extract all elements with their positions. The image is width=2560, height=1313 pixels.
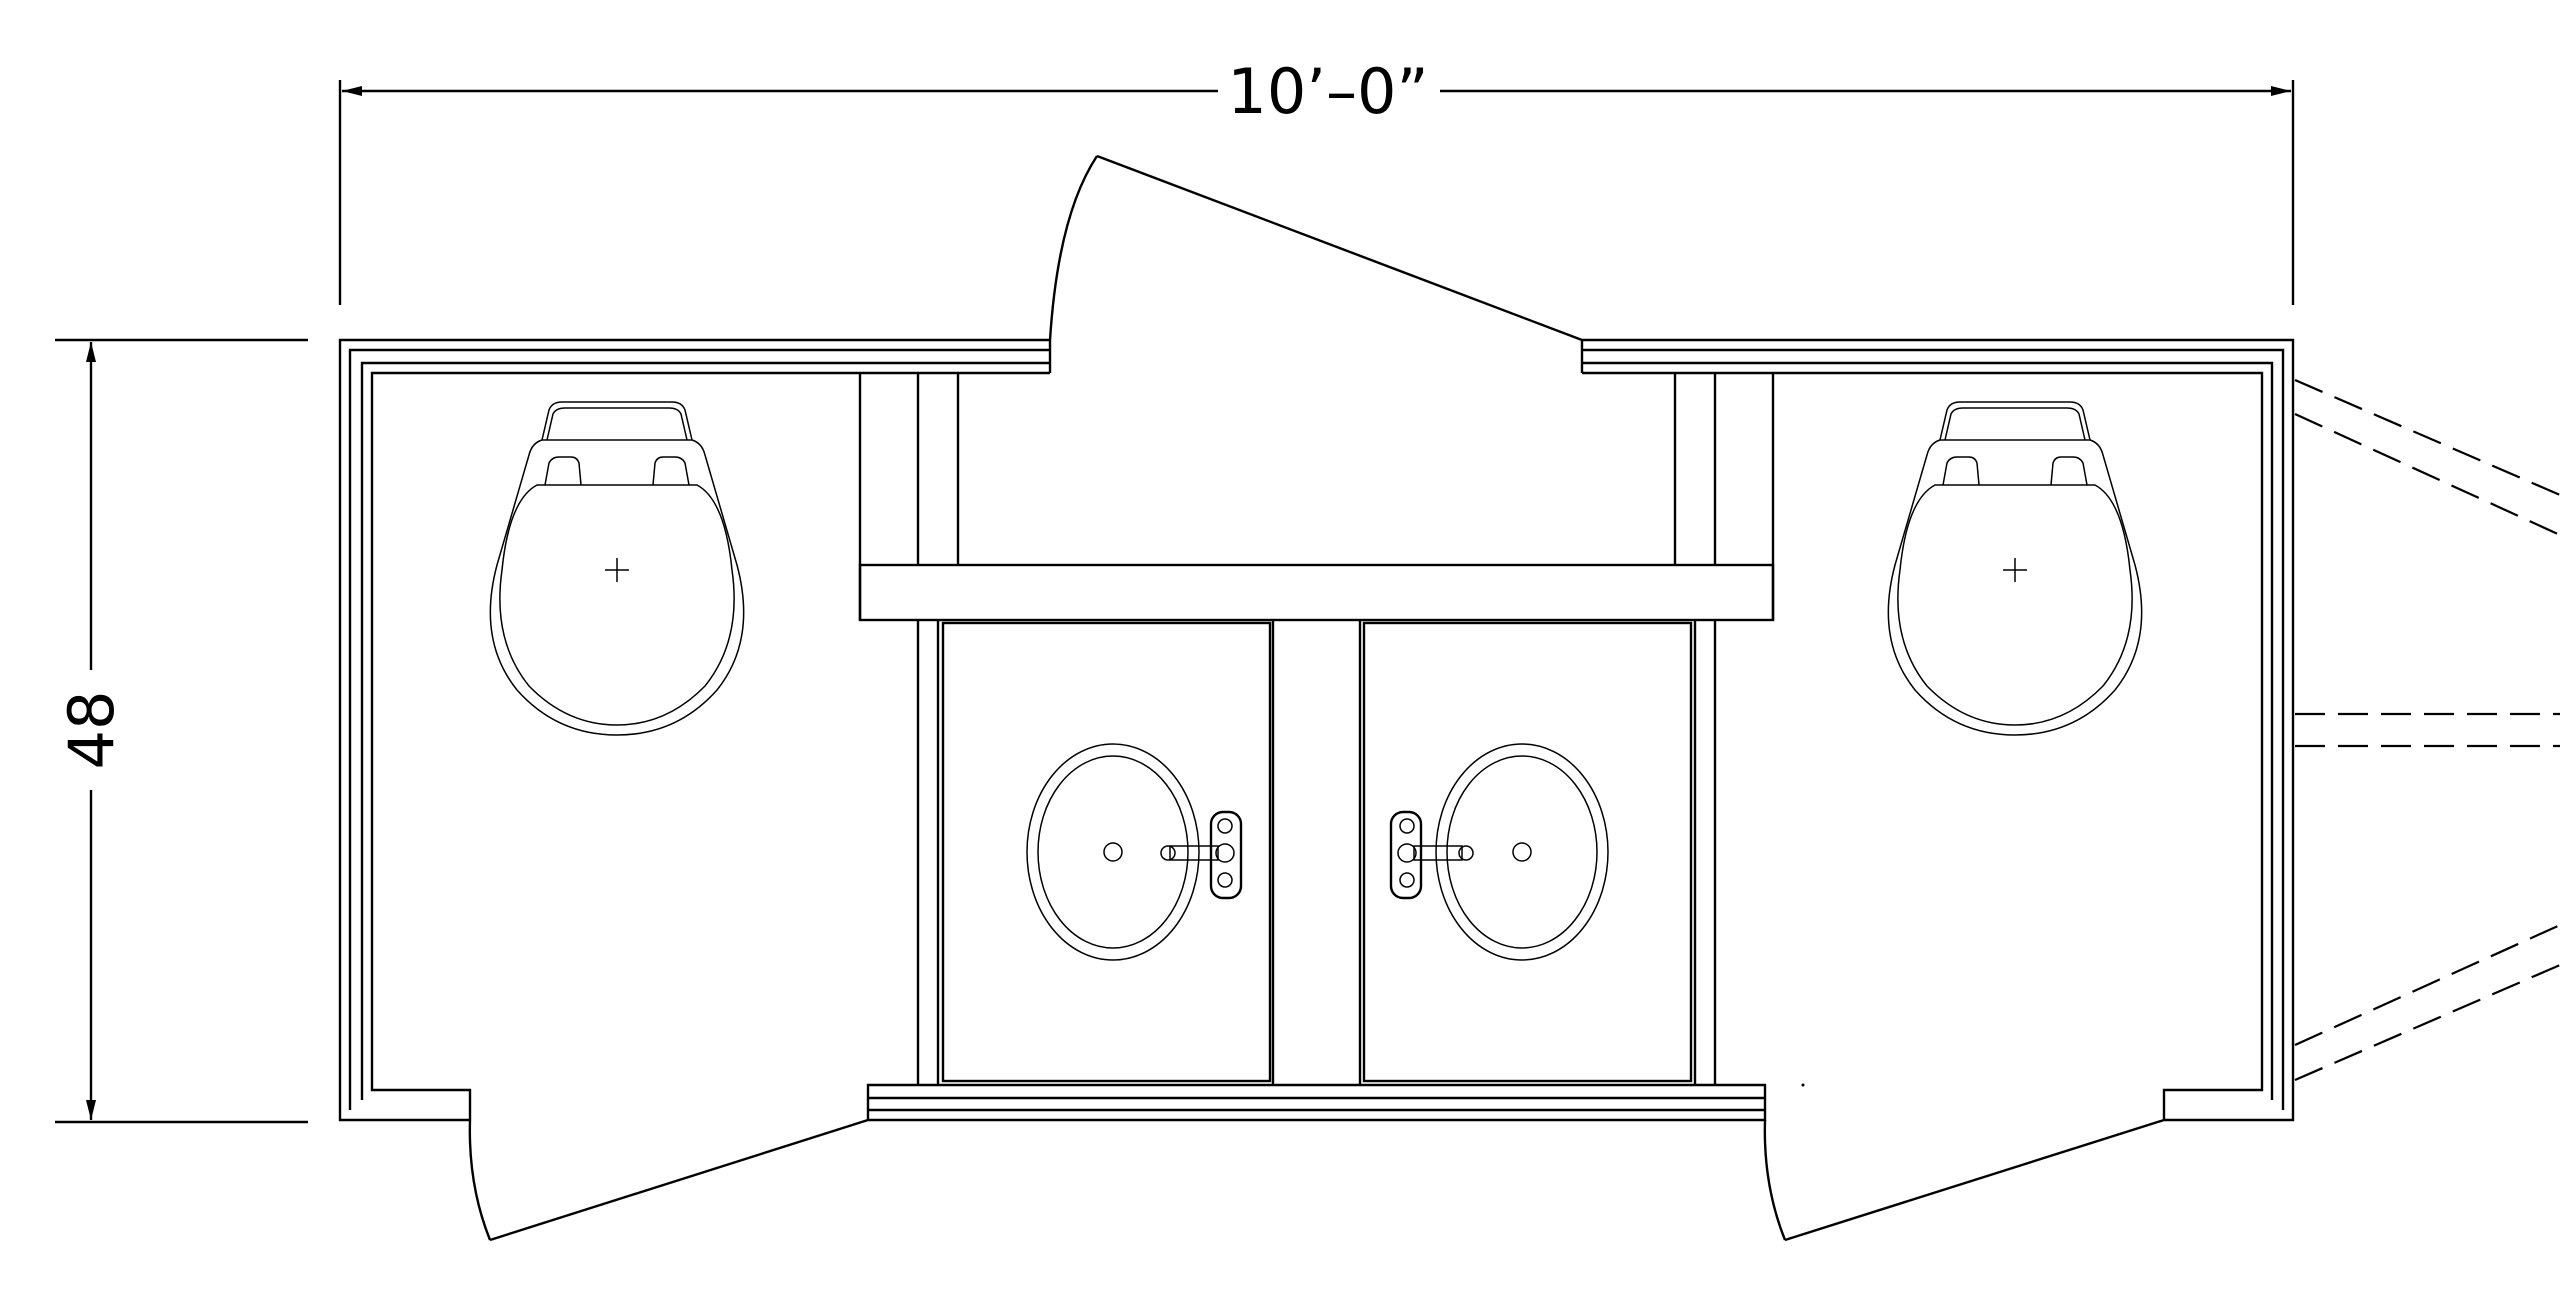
faucet-left-spout xyxy=(1169,845,1219,861)
toilet-left-seat-outer xyxy=(489,439,745,736)
outer-wall-right-inner xyxy=(1582,348,2285,1110)
sink-left-drain xyxy=(1103,842,1123,862)
sink-left xyxy=(1026,743,1243,961)
faucet-right-handle-bottom xyxy=(1399,872,1415,888)
faucet-right-handle-top xyxy=(1399,818,1415,834)
toilet-left-tank-back xyxy=(541,401,693,441)
inner-wall-left-mid xyxy=(360,361,1050,1100)
width-dimension: 10’–0” xyxy=(338,55,2295,305)
inner-wall-right xyxy=(1582,371,2264,1120)
toilet-right-seat-outer xyxy=(1887,439,2143,736)
faucet-left-base xyxy=(1209,810,1243,900)
hitch-lower-line-b xyxy=(2294,963,2560,1082)
vanity-back-beam xyxy=(858,563,1775,622)
faucet-left-handle-bottom xyxy=(1217,872,1233,888)
toilet-right-hinge-left xyxy=(1942,456,1980,486)
door-top-swing-arc xyxy=(1048,155,1099,341)
faucet-right-base xyxy=(1389,810,1423,900)
door-top-leaf xyxy=(1096,154,1583,342)
sink-left-rim xyxy=(1026,743,1200,961)
vanity-cabinet-right xyxy=(1362,621,1693,1083)
depth-dimension: 48 xyxy=(55,338,308,1124)
faucet-right-spout-tip xyxy=(1458,845,1474,861)
sink-right-drain xyxy=(1512,842,1532,862)
toilet-left-hinge-left xyxy=(544,456,582,486)
inner-wall-left xyxy=(370,371,1050,1120)
sink-right xyxy=(1389,743,1609,961)
hitch-upper-line-a xyxy=(2294,378,2560,497)
sink-right-rim xyxy=(1435,743,1609,961)
door-bottom-left-swing-arc xyxy=(468,1119,492,1241)
sink-left-bowl xyxy=(1037,755,1189,949)
exterior-walls xyxy=(338,338,2295,1122)
interior-partitions xyxy=(858,373,1775,1085)
door-bottom-left-leaf xyxy=(489,1118,869,1242)
faucet-left-handle-mid xyxy=(1215,843,1235,863)
stray-dot xyxy=(1801,1083,1805,1087)
toilet-right-hinge-right xyxy=(2050,456,2088,486)
door-bottom-right xyxy=(1763,1118,2165,1242)
width-dimension-label: 10’–0” xyxy=(1227,55,1428,128)
door-bottom-left xyxy=(468,1118,869,1242)
toilet-left-tank-inner xyxy=(546,407,688,441)
sink-right-bowl xyxy=(1446,755,1598,949)
toilet-right-tank-back xyxy=(1939,401,2091,441)
depth-dimension-label: 48 xyxy=(55,691,128,770)
outer-wall-right xyxy=(1582,338,2295,1122)
faucet-right-handle-mid xyxy=(1397,843,1417,863)
door-bottom-right-leaf xyxy=(1784,1118,2165,1242)
outer-wall-left-inner xyxy=(348,348,1050,1110)
trailer-hitch xyxy=(2294,378,2560,1082)
toilet-left-hinge-right xyxy=(652,456,690,486)
toilet-right xyxy=(1887,401,2143,736)
hitch-lower-line-a xyxy=(2294,923,2560,1047)
toilet-left xyxy=(489,401,745,736)
vanity-cabinets xyxy=(941,621,1693,1083)
bottom-wall-center xyxy=(866,1083,1767,1122)
faucet-left-spout-tip xyxy=(1160,845,1176,861)
faucet-left-handle-top xyxy=(1217,818,1233,834)
toilet-right-tank-inner xyxy=(1944,407,2086,441)
vanity-cabinet-left xyxy=(941,621,1272,1083)
faucet-right-spout xyxy=(1413,845,1463,861)
toilet-left-seat-inner xyxy=(499,484,735,726)
inner-wall-right-mid xyxy=(1582,361,2274,1100)
toilet-right-seat-inner xyxy=(1897,484,2133,726)
hitch-upper-line-b xyxy=(2294,412,2560,537)
door-top xyxy=(1048,154,1583,342)
door-bottom-right-swing-arc xyxy=(1763,1119,1787,1241)
outer-wall-left xyxy=(338,338,1050,1122)
